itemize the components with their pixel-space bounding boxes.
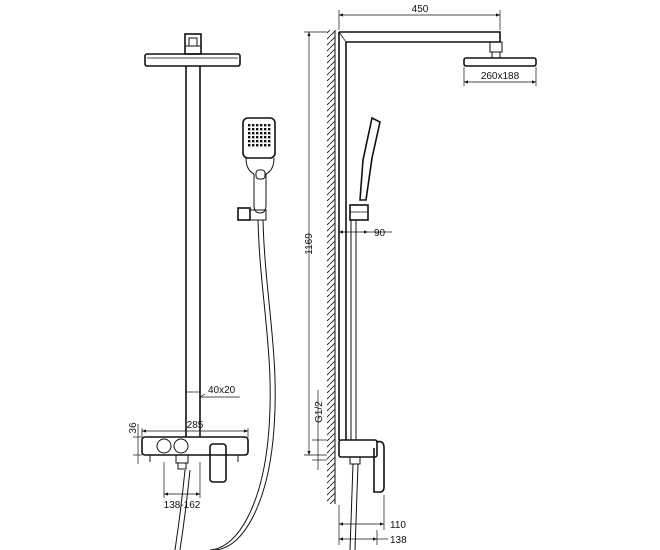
dimension-thread: G1/2 [312, 390, 327, 470]
nozzle-dot [260, 132, 263, 135]
nozzle-dot [248, 124, 251, 127]
nozzle-dot [252, 136, 255, 139]
nozzle-dot [260, 128, 263, 131]
label-inlet-spacing: 138-162 [164, 500, 201, 511]
nozzle-dot [252, 140, 255, 143]
dimension-mixer-height: 36 [128, 422, 142, 464]
label-wall-to-body: 138 [390, 535, 407, 546]
label-mixer-height: 36 [128, 422, 139, 434]
nozzle-dot [256, 124, 259, 127]
nozzle-dot [248, 128, 251, 131]
nozzle-dot [256, 144, 259, 147]
nozzle-dot [260, 136, 263, 139]
nozzle-dot [268, 124, 271, 127]
label-wall-to-outlet: 110 [390, 520, 406, 531]
nozzle-dot [252, 128, 255, 131]
nozzle-dot [252, 144, 255, 147]
dimension-slide-offset: 90 [339, 228, 392, 239]
nozzle-dot [248, 136, 251, 139]
overhead-arm-side [338, 31, 537, 440]
nozzle-dot [264, 136, 267, 139]
nozzle-dot [264, 132, 267, 135]
label-head-size: 260x188 [481, 71, 520, 82]
nozzle-dot [256, 136, 259, 139]
mixer-side [338, 439, 385, 550]
label-mixer-width: 285 [187, 420, 204, 431]
nozzle-dot [264, 128, 267, 131]
nozzle-dot [268, 132, 271, 135]
nozzle-dot [268, 136, 271, 139]
label-slide-offset: 90 [374, 228, 386, 239]
dimension-inlet-spacing: 138-162 [164, 462, 201, 511]
dimension-pipe-section: 40x20 [199, 385, 240, 398]
nozzle-dot [264, 144, 267, 147]
dimension-mixer-width: 285 [141, 420, 249, 437]
nozzle-dot [256, 140, 259, 143]
mixer-front [141, 436, 249, 483]
nozzle-dot [264, 140, 267, 143]
nozzle-dot [248, 144, 251, 147]
hand-shower [242, 117, 276, 214]
label-thread: G1/2 [314, 401, 325, 423]
nozzle-dot [260, 124, 263, 127]
dimension-head-size: 260x188 [463, 67, 537, 86]
hand-shower-nozzles [248, 124, 271, 147]
label-pipe-section: 40x20 [208, 385, 236, 396]
nozzle-dot [248, 140, 251, 143]
label-arm-length: 450 [412, 4, 429, 15]
label-total-height: 1169 [304, 233, 315, 255]
nozzle-dot [264, 124, 267, 127]
dimension-wall-to-body: 138 [339, 530, 407, 546]
front-view: 40x20 285 36 138-162 [128, 33, 276, 550]
nozzle-dot [252, 132, 255, 135]
hand-shower-holder [237, 207, 267, 221]
nozzle-dot [260, 144, 263, 147]
dimension-arm-length: 450 [338, 4, 501, 30]
wall-section [327, 30, 336, 504]
nozzle-dot [268, 144, 271, 147]
dimension-total-height: 1169 [304, 31, 327, 456]
hand-shower-side [349, 116, 381, 221]
nozzle-dot [268, 140, 271, 143]
overhead-shower-head-front [144, 33, 241, 67]
nozzle-dot [248, 132, 251, 135]
nozzle-dot [260, 140, 263, 143]
nozzle-dot [256, 128, 259, 131]
shower-hose [174, 219, 276, 550]
nozzle-dot [268, 128, 271, 131]
nozzle-dot [256, 132, 259, 135]
slide-rail-side [350, 220, 357, 440]
side-view: 450 260x188 90 1169 G1/2 [304, 4, 537, 550]
shower-column-front [185, 66, 201, 437]
nozzle-dot [252, 124, 255, 127]
